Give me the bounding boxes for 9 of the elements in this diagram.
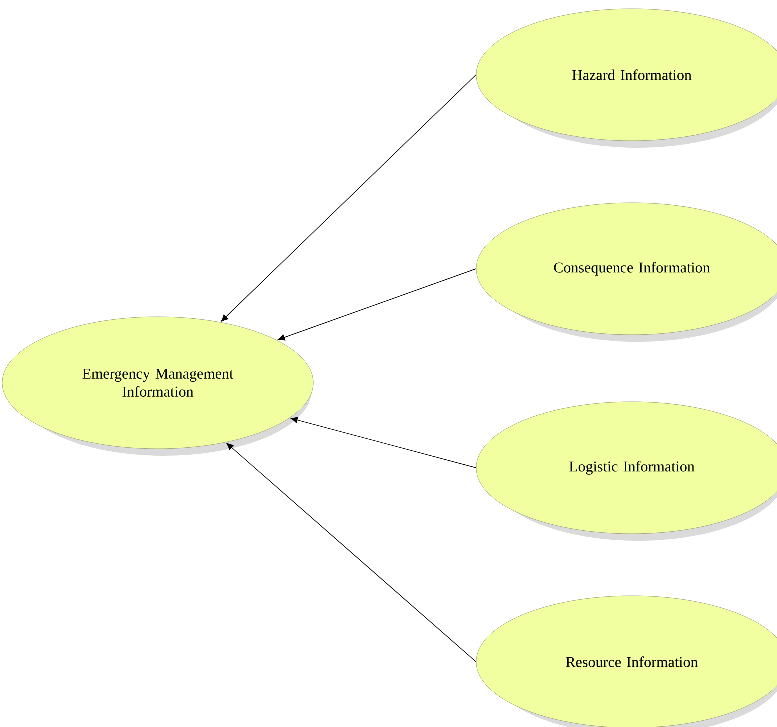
ellipse-node: Logistic Information xyxy=(476,402,777,541)
arrow xyxy=(290,417,477,468)
ellipse-node: Resource Information xyxy=(476,596,777,727)
ellipse-node: Consequence Information xyxy=(476,202,777,342)
ellipse-node: Emergency Management Information xyxy=(2,316,314,456)
arrow xyxy=(221,74,477,322)
arrow xyxy=(278,268,477,341)
ellipse-node: Hazard Information xyxy=(476,8,777,148)
arrow xyxy=(226,443,477,662)
